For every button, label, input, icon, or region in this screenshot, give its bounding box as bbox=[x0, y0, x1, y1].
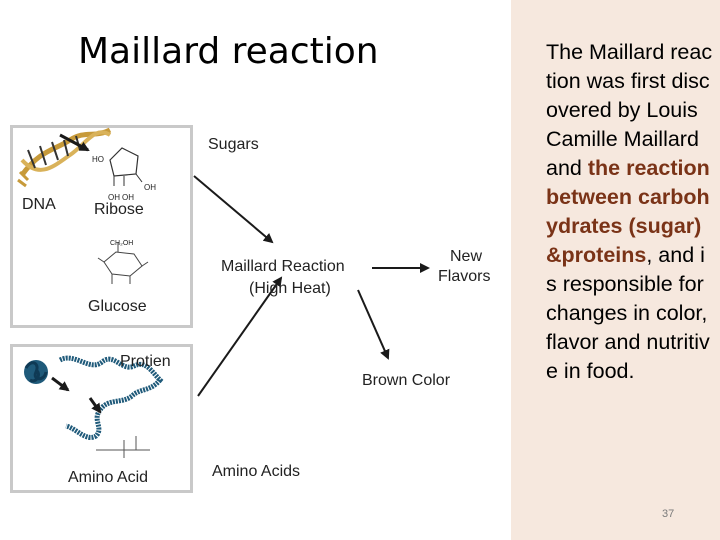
notes-intro: The Maillard reaction was first discover… bbox=[546, 40, 713, 180]
reaction-heat-label: (High Heat) bbox=[249, 280, 331, 297]
glucose-label: Glucose bbox=[88, 298, 147, 315]
slide-title: Maillard reaction bbox=[78, 31, 379, 72]
maillard-diagram bbox=[17, 127, 430, 458]
ribose-ho-label: HO bbox=[92, 155, 104, 164]
glucose-structure-icon bbox=[97, 242, 149, 284]
reaction-label: Maillard Reaction bbox=[221, 258, 345, 275]
protein-image-box bbox=[10, 344, 193, 493]
protein-strand-icon bbox=[24, 355, 164, 440]
amino-acid-structure-icon bbox=[96, 436, 150, 458]
dna-to-ribose-arrow bbox=[59, 133, 90, 152]
ribose-oh-label-3: OH bbox=[144, 183, 156, 192]
notes-text: The Maillard reaction was first discover… bbox=[546, 38, 714, 386]
flavors-label: Flavors bbox=[438, 268, 491, 285]
sugars-label: Sugars bbox=[208, 136, 259, 153]
notes-highlight: the reaction between carbohydrates (suga… bbox=[546, 156, 710, 267]
glucose-ch2oh-label: CH₂OH bbox=[110, 240, 134, 247]
page-number: 37 bbox=[662, 508, 675, 520]
ribose-oh-label-1: OH bbox=[108, 193, 120, 202]
dna-label: DNA bbox=[22, 196, 56, 213]
amino-acid-label: Amino Acid bbox=[68, 469, 149, 486]
new-label: New bbox=[450, 248, 483, 265]
amino-acids-label: Amino Acids bbox=[212, 463, 301, 480]
notes-outro: , and is responsible for changes in colo… bbox=[546, 243, 710, 383]
protein-to-amino-arrow bbox=[51, 376, 102, 414]
flavors-to-brown-arrow bbox=[357, 289, 390, 360]
notes-panel bbox=[511, 0, 720, 540]
sugars-to-reaction-arrow bbox=[193, 175, 274, 244]
ribose-structure-icon bbox=[109, 147, 143, 186]
amino-to-reaction-arrow bbox=[197, 276, 283, 397]
protein-label: Protien bbox=[120, 353, 171, 370]
ribose-oh-label-2: OH bbox=[122, 193, 134, 202]
brown-color-label: Brown Color bbox=[362, 372, 451, 389]
ribose-label: Ribose bbox=[94, 201, 144, 218]
